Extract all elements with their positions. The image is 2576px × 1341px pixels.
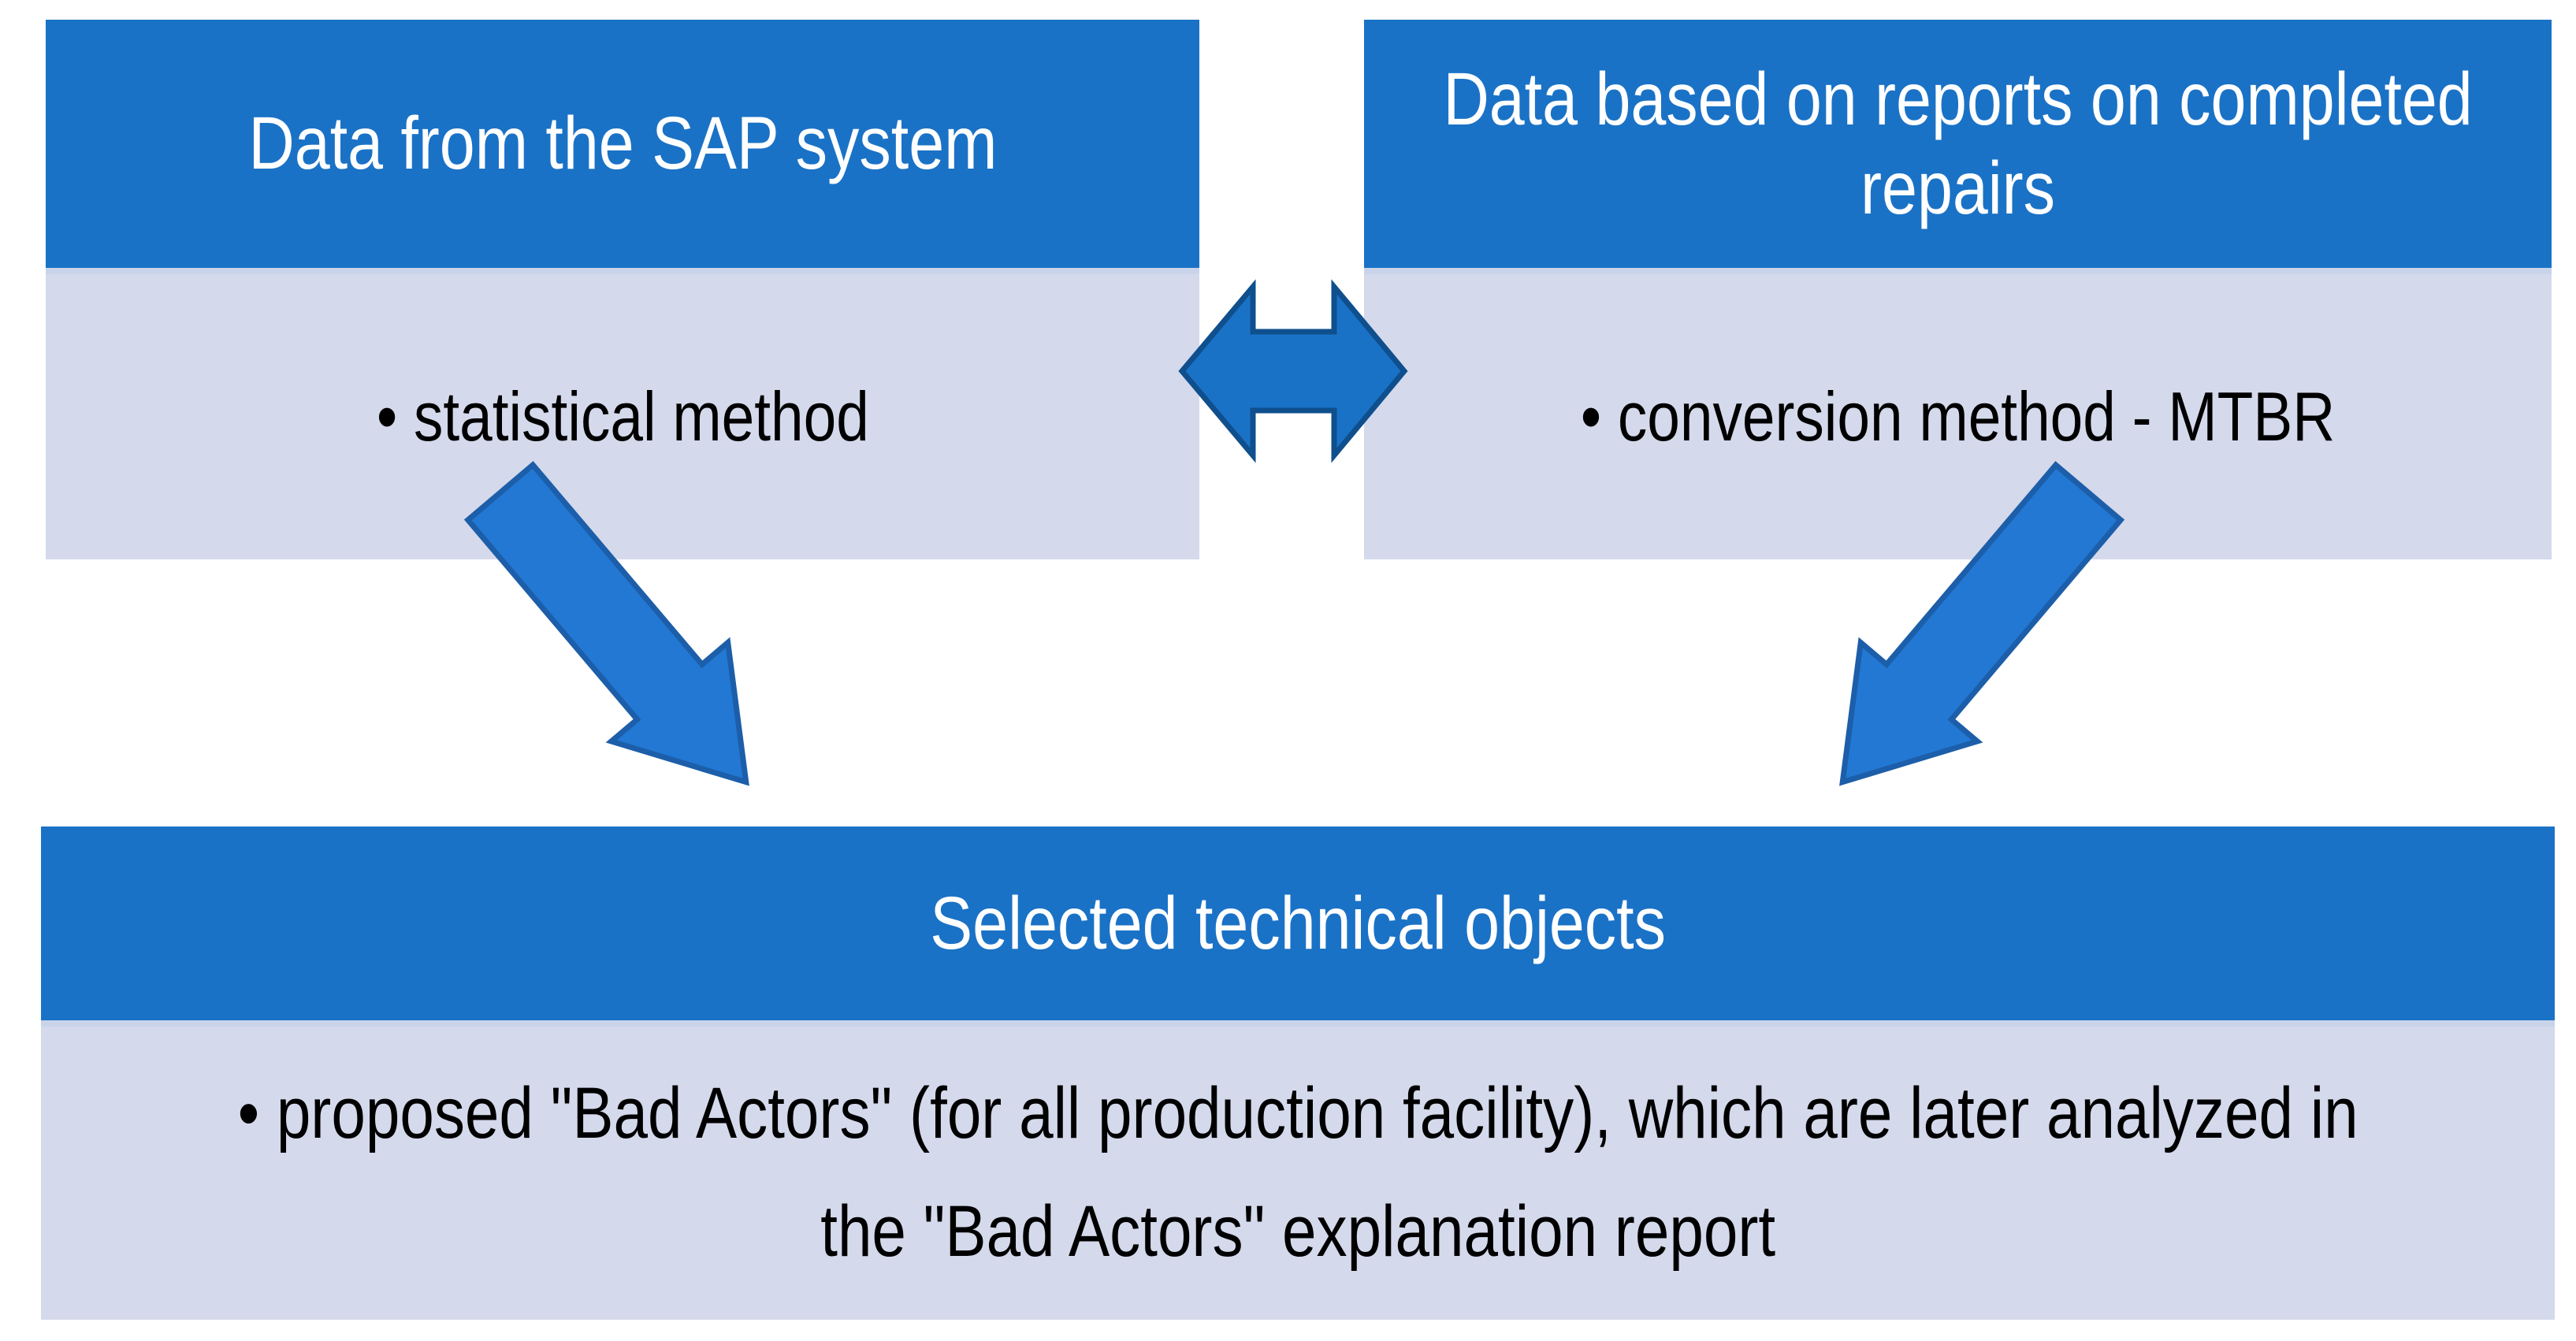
box-repair-reports-bullet: • conversion method - MTBR: [1580, 377, 2336, 456]
box-sap-system-body: • statistical method: [46, 268, 1199, 559]
box-sap-system: Data from the SAP system • statistical m…: [46, 20, 1199, 559]
box-selected-objects-bullet: • proposed "Bad Actors" (for all product…: [48, 1055, 2548, 1291]
box-sap-system-title: Data from the SAP system: [248, 102, 997, 186]
bullet-line-2: the "Bad Actors" explanation report: [820, 1191, 1775, 1272]
box-repair-reports-body: • conversion method - MTBR: [1364, 268, 2552, 559]
box-selected-objects-header: Selected technical objects: [41, 827, 2555, 1020]
box-selected-objects: Selected technical objects • proposed "B…: [41, 827, 2555, 1320]
box-repair-reports-header: Data based on reports on completed repai…: [1364, 20, 2552, 268]
box-sap-system-bullet: • statistical method: [376, 377, 869, 456]
box-selected-objects-title: Selected technical objects: [930, 881, 1666, 965]
box-selected-objects-body: • proposed "Bad Actors" (for all product…: [41, 1020, 2555, 1320]
box-sap-system-header: Data from the SAP system: [46, 20, 1199, 268]
box-repair-reports: Data based on reports on completed repai…: [1364, 20, 2552, 559]
box-repair-reports-title: Data based on reports on completed repai…: [1443, 58, 2473, 230]
bullet-line-1: • proposed "Bad Actors" (for all product…: [237, 1073, 2359, 1154]
